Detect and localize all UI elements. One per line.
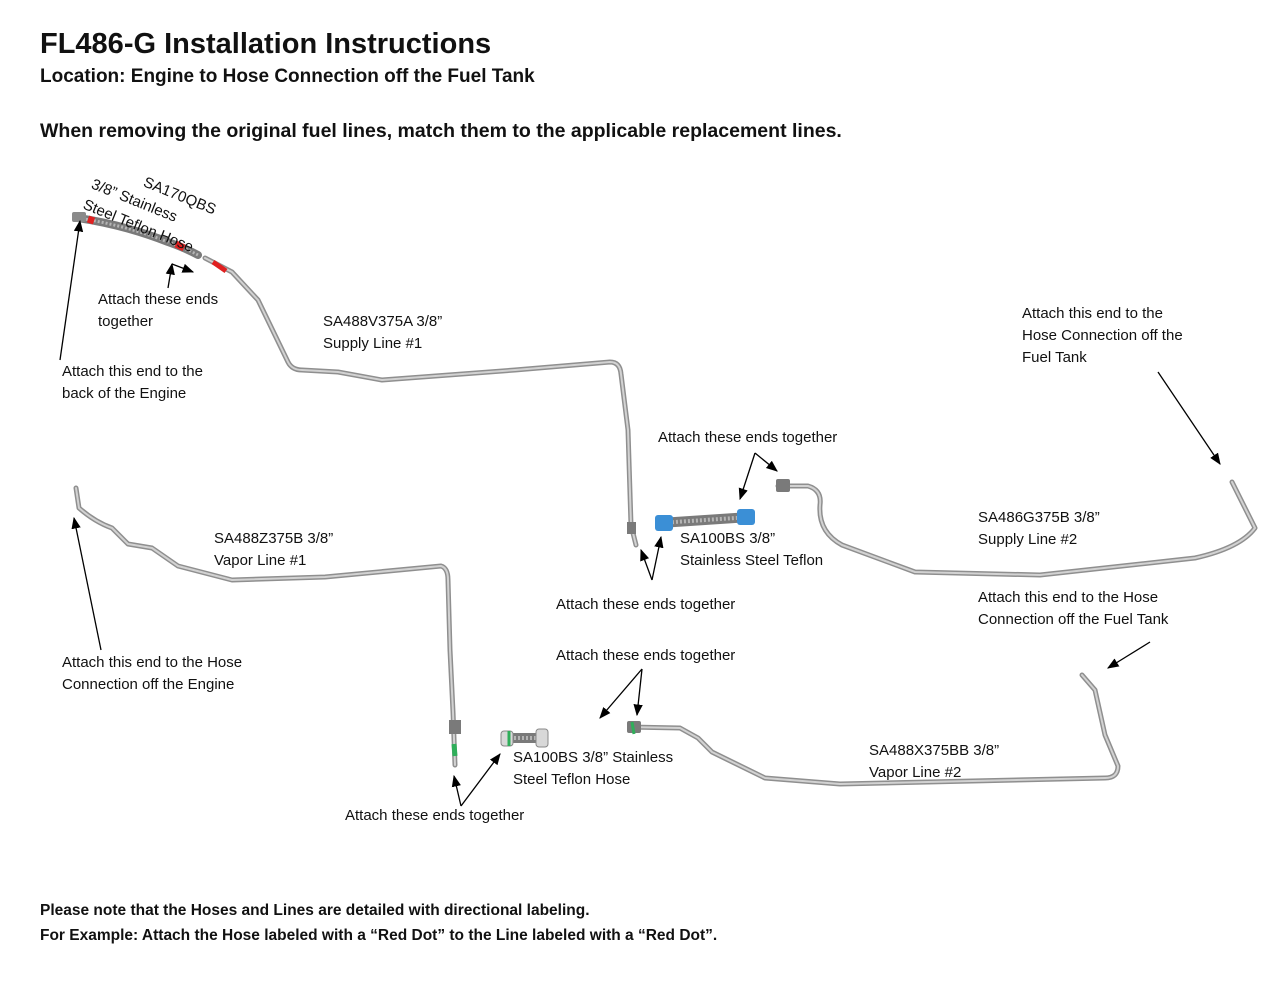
- sa100bs-lower-label: SA100BS 3/8” Stainless Steel Teflon Hose: [513, 747, 673, 791]
- callout-line: together: [98, 313, 154, 330]
- note-line-2: For Example: Attach the Hose labeled wit…: [40, 927, 718, 944]
- green-marker: [630, 721, 636, 735]
- line-nut: [627, 522, 636, 534]
- vapor-line-2-label: SA488X375BB 3/8” Vapor Line #2: [869, 740, 999, 784]
- sa100bs-upper-label: SA100BS 3/8” Stainless Steel Teflon: [680, 528, 823, 572]
- green-marker: [451, 743, 458, 757]
- callout-engine-back: Attach this end to the back of the Engin…: [62, 361, 203, 405]
- callout-line: Attach this end to the: [1022, 305, 1163, 322]
- callout-tank-top: Attach this end to the Hose Connection o…: [1022, 303, 1183, 369]
- arrow-to-engine-hose: [71, 516, 102, 651]
- label-line: Supply Line #1: [323, 335, 423, 352]
- arrow-to-supply-2: [754, 452, 778, 472]
- callout-line: back of the Engine: [62, 385, 187, 402]
- label-line: SA488X375BB 3/8”: [869, 742, 1000, 759]
- supply-line-1-label: SA488V375A 3/8” Supply Line #1: [323, 311, 442, 355]
- callout-engine-hose: Attach this end to the Hose Connection o…: [62, 652, 242, 696]
- label-line: SA100BS 3/8”: [680, 530, 776, 547]
- callout-line: Hose Connection off the: [1022, 327, 1183, 344]
- line-nut: [776, 479, 790, 492]
- vapor-line-2: [627, 672, 1121, 787]
- note-line-1: Please note that the Hoses and Lines are…: [40, 902, 590, 919]
- arrow-to-tank-bottom: [1107, 641, 1151, 669]
- page-subtitle: Location: Engine to Hose Connection off …: [40, 66, 535, 87]
- label-line: Vapor Line #2: [869, 764, 962, 781]
- hose-end-fitting: [72, 212, 86, 222]
- arrow-to-hose-end: [165, 262, 175, 289]
- red-marker: [174, 240, 186, 252]
- arrow-to-tank-top: [1157, 371, 1221, 465]
- callout-tank-bottom: Attach this end to the Hose Connection o…: [978, 587, 1168, 631]
- label-line: SA488Z375B 3/8”: [214, 530, 334, 547]
- arrow-to-line-end: [171, 263, 195, 273]
- label-line: SA486G375B 3/8”: [978, 509, 1100, 526]
- callout-together-mid-bottom: Attach these ends together: [556, 596, 736, 613]
- callout-line: Connection off the Engine: [62, 676, 235, 693]
- callout-line: Attach these ends: [98, 291, 219, 308]
- callout-line: Fuel Tank: [1022, 349, 1087, 366]
- sa100bs-hose-lower: [500, 728, 549, 748]
- arrow-to-hose-upper: [738, 452, 756, 501]
- vapor-line-1: [73, 485, 461, 768]
- arrow-to-vapor-2: [633, 668, 643, 717]
- supply-line-2: [775, 479, 1258, 578]
- blue-fitting: [737, 509, 755, 525]
- label-line: Supply Line #2: [978, 531, 1078, 548]
- arrow-to-vapor-1-end: [451, 774, 462, 807]
- arrow-to-hose-lower-end: [460, 753, 501, 807]
- red-marker: [211, 259, 228, 274]
- blue-fitting: [655, 515, 673, 531]
- callout-line: Attach this end to the: [62, 363, 203, 380]
- arrow-to-supply-1-end: [640, 548, 653, 581]
- callout-line: Connection off the Fuel Tank: [978, 611, 1169, 628]
- callout-line: Attach this end to the Hose: [978, 589, 1159, 606]
- supply-line-1: [202, 255, 639, 548]
- label-line: Steel Teflon Hose: [513, 771, 631, 788]
- callout-ends-together-top: Attach these ends together: [98, 289, 218, 333]
- line-nut: [449, 720, 461, 734]
- arrow-to-hose-upper-end: [651, 535, 664, 581]
- callout-line: Attach this end to the Hose: [62, 654, 243, 671]
- callout-together-lower: Attach these ends together: [556, 647, 736, 664]
- arrow-to-hose-lower: [599, 668, 643, 719]
- supply-line-2-label: SA486G375B 3/8” Supply Line #2: [978, 507, 1100, 551]
- label-line: Stainless Steel Teflon: [680, 552, 824, 569]
- red-marker: [86, 215, 96, 225]
- page-title: FL486-G Installation Instructions: [40, 28, 492, 60]
- label-line: SA100BS 3/8” Stainless: [513, 749, 674, 766]
- callout-arrows: [59, 219, 1221, 807]
- vapor-line-1-label: SA488Z375B 3/8” Vapor Line #1: [214, 528, 333, 572]
- callout-together-mid-top: Attach these ends together: [658, 429, 838, 446]
- instruction-text: When removing the original fuel lines, m…: [40, 120, 842, 142]
- arrow-to-engine-back: [59, 219, 84, 361]
- callout-together-bottom: Attach these ends together: [345, 807, 525, 824]
- sa100bs-hose-upper: [655, 509, 755, 531]
- label-line: Vapor Line #1: [214, 552, 307, 569]
- sa170qbs-hose: [72, 212, 202, 259]
- label-line: SA488V375A 3/8”: [323, 313, 443, 330]
